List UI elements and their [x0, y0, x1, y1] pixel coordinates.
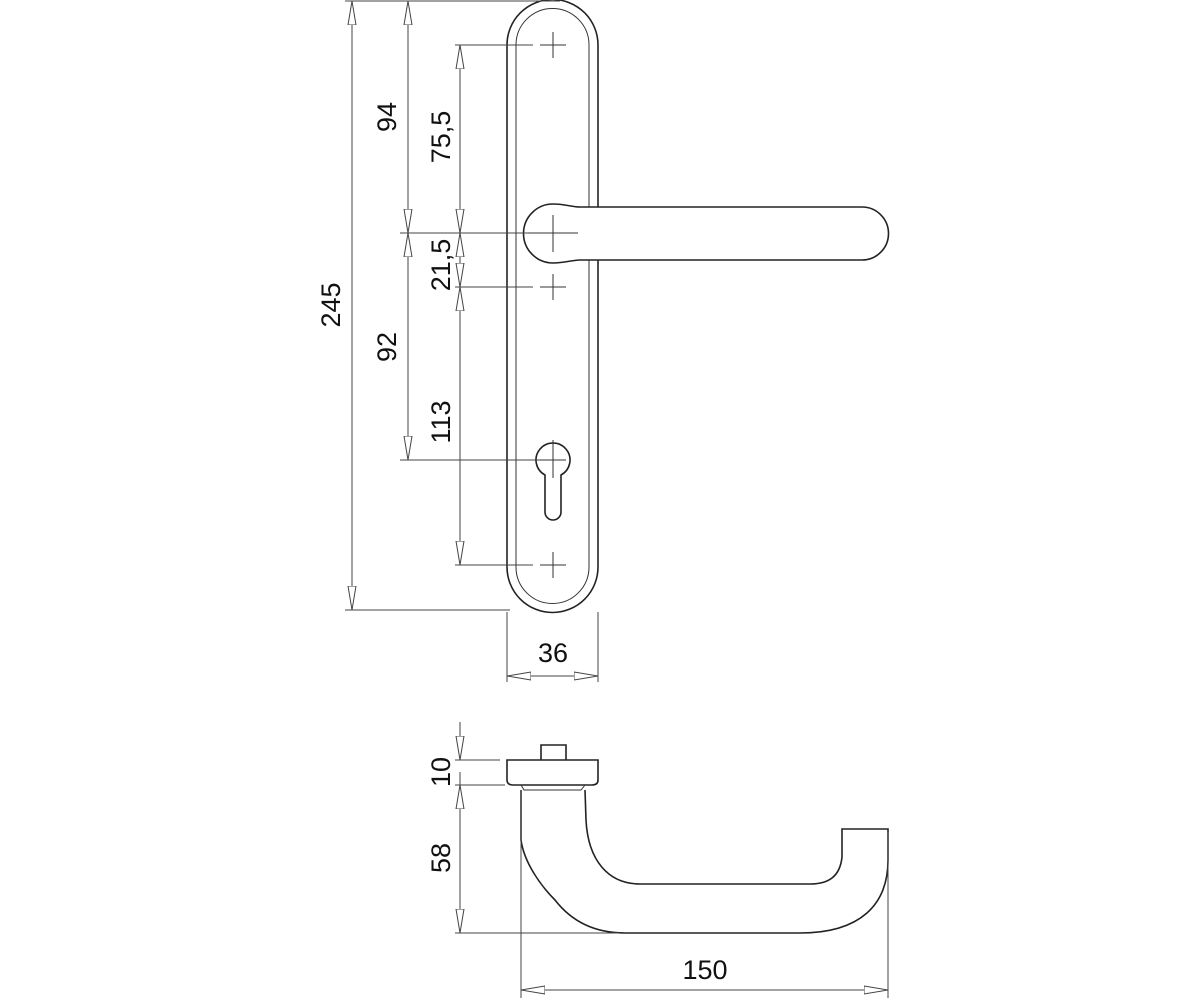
side-dimension-lines — [460, 722, 888, 990]
side-extension-lines — [455, 759, 889, 998]
dim-75-5: 75,5 — [426, 111, 456, 164]
dim-58: 58 — [426, 843, 456, 873]
dim-245: 245 — [316, 282, 346, 327]
rose-side — [506, 759, 599, 786]
front-view: 245 94 92 75,5 21,5 113 36 — [316, 0, 890, 682]
side-view: 10 58 150 — [426, 722, 889, 998]
dim-94: 94 — [372, 102, 402, 132]
backplate-outline — [506, 0, 599, 614]
dim-21-5: 21,5 — [426, 239, 456, 292]
backplate-inner-edge — [515, 8, 590, 604]
dim-36: 36 — [538, 638, 568, 668]
lever-side-profile — [520, 789, 889, 934]
dim-10: 10 — [426, 757, 456, 787]
lever-top-view — [522, 203, 890, 264]
dim-150: 150 — [682, 955, 727, 985]
rose-collar — [520, 784, 586, 791]
center-crosses — [528, 32, 578, 578]
dim-113: 113 — [426, 400, 456, 443]
dim-92: 92 — [372, 332, 402, 362]
spindle — [540, 744, 567, 760]
cylinder-keyhole — [535, 442, 571, 521]
dimension-lines — [352, 1, 598, 676]
